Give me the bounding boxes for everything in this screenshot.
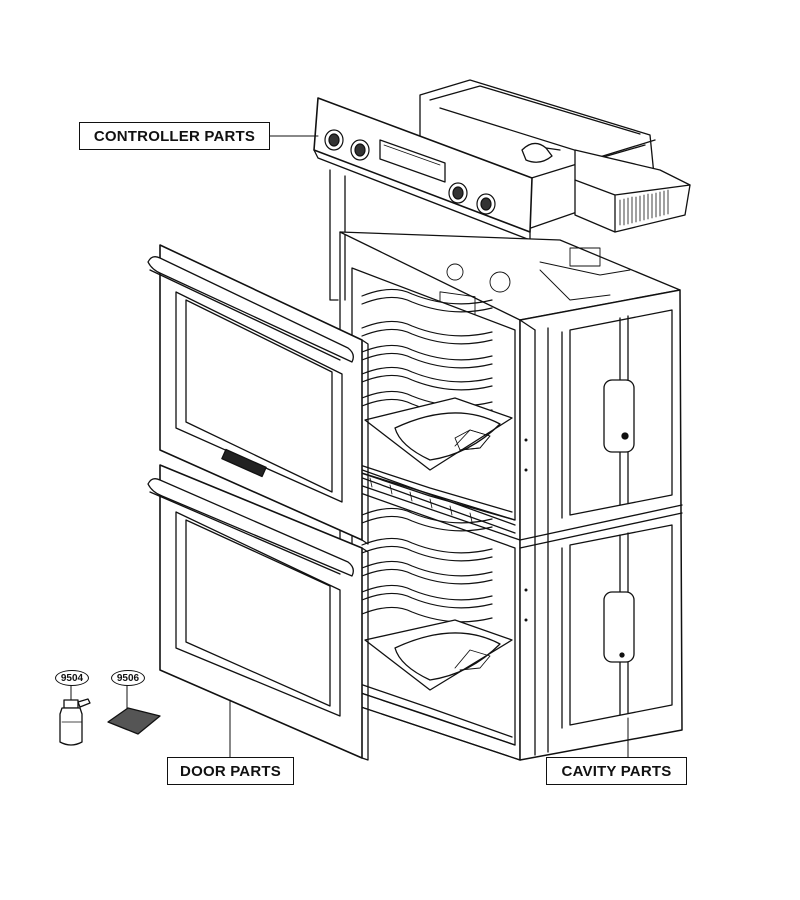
spray-bottle-icon — [59, 683, 91, 746]
upper-rack-guides — [361, 288, 493, 415]
part-number-9504[interactable]: 9504 — [55, 670, 89, 686]
cavity-parts-label[interactable]: CAVITY PARTS — [546, 757, 687, 785]
leader-lines — [229, 135, 629, 761]
oven-cavity-assembly — [339, 231, 683, 761]
door-parts-label[interactable]: DOOR PARTS — [167, 757, 294, 785]
lower-rack-guides — [361, 507, 493, 623]
control-panel-assembly — [313, 79, 691, 321]
cleaning-pad-icon — [107, 683, 161, 735]
oven-doors — [147, 244, 369, 761]
controller-parts-label[interactable]: CONTROLLER PARTS — [79, 122, 270, 150]
control-knobs — [324, 129, 496, 215]
part-number-9506[interactable]: 9506 — [111, 670, 145, 686]
